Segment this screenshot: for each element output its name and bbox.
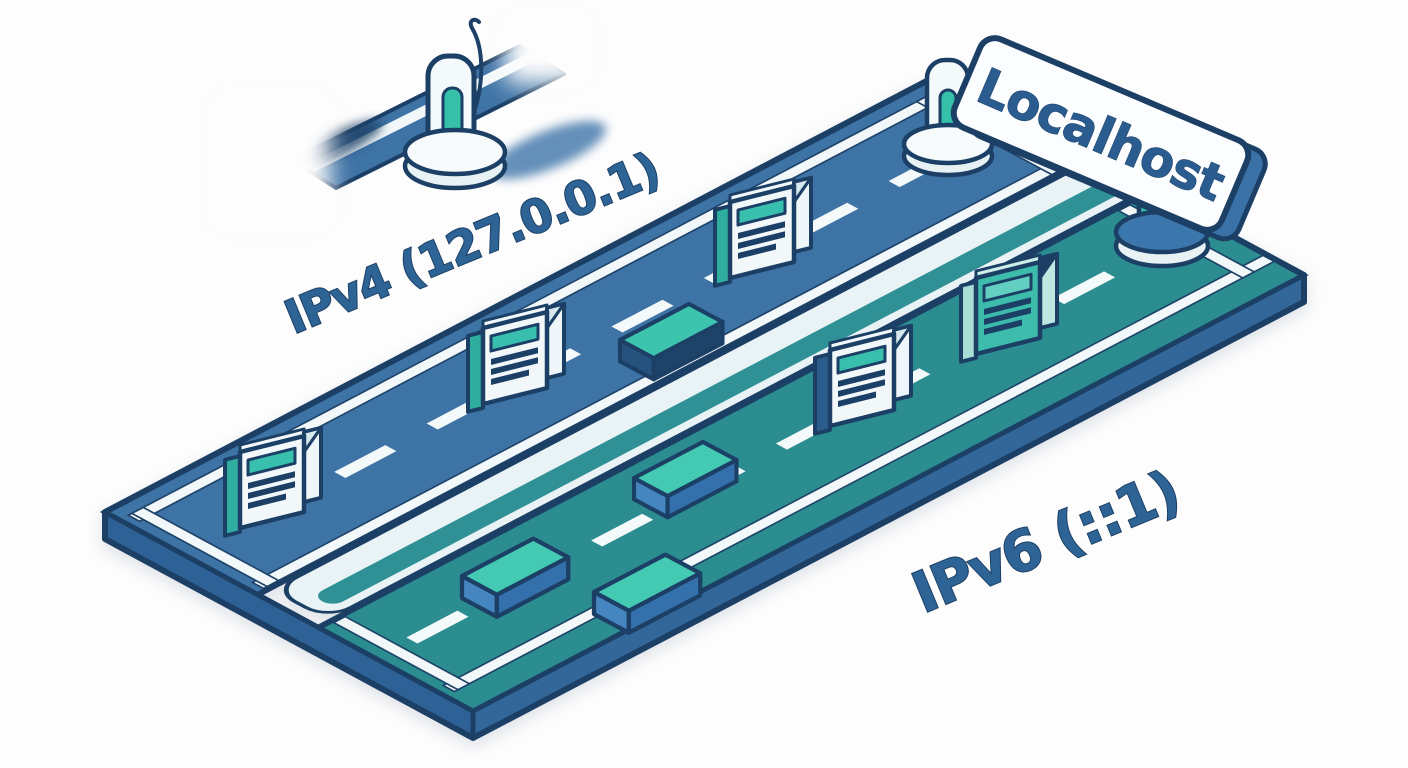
- data-packet-box: [459, 536, 571, 619]
- median-teal-stripe: [318, 177, 1131, 604]
- bollard: [402, 17, 508, 191]
- bollard-base-disc: [402, 127, 508, 177]
- fragment-fade-right: [505, 14, 590, 84]
- bollard-antenna: [468, 17, 484, 114]
- data-packet-box: [631, 439, 739, 520]
- median-divider: [254, 157, 1153, 630]
- data-packet-box: [591, 552, 703, 635]
- document-packet-icon: [813, 323, 913, 436]
- bollard-shadow: [490, 120, 606, 180]
- sign-post-left: [901, 57, 995, 178]
- sign-board-face: [950, 35, 1252, 233]
- data-packet-box: [617, 301, 725, 382]
- document-packet-teal-icon: [959, 251, 1059, 364]
- fragment-fade-left: [215, 95, 330, 230]
